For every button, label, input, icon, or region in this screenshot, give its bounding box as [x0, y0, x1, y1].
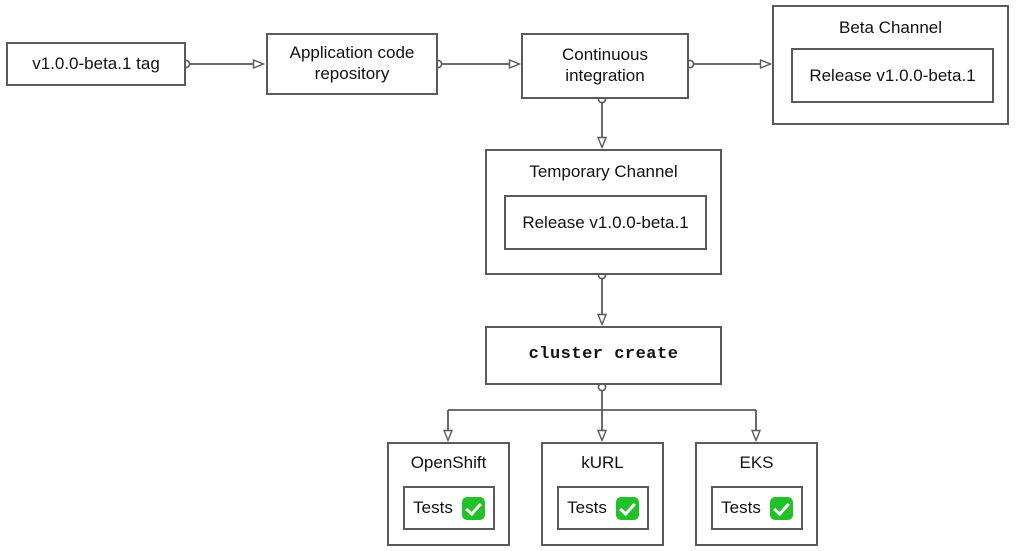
group-temporary-channel-title: Temporary Channel [529, 162, 678, 181]
group-openshift-title: OpenShift [410, 453, 487, 472]
group-kurl-title: kURL [581, 453, 624, 472]
node-cluster-create-label: cluster create [528, 345, 679, 365]
temporary-channel-release-label: Release v1.0.0-beta.1 [522, 212, 689, 232]
node-version-tag[interactable]: v1.0.0-beta.1 tag [6, 42, 186, 86]
eks-tests-label: Tests [721, 498, 761, 517]
check-mark-green-icon [461, 496, 485, 520]
openshift-tests-box[interactable]: Tests [403, 486, 495, 530]
group-temporary-channel[interactable]: Temporary Channel Release v1.0.0-beta.1 [485, 149, 722, 275]
check-mark-green-icon [615, 496, 639, 520]
node-continuous-integration-label: Continuous integration [561, 45, 648, 85]
group-openshift[interactable]: OpenShift Tests [387, 442, 510, 546]
node-application-code-repository-label: Application code repository [289, 43, 415, 83]
group-eks-title: EKS [739, 453, 774, 472]
beta-channel-release-box[interactable]: Release v1.0.0-beta.1 [791, 48, 994, 103]
node-application-code-repository[interactable]: Application code repository [266, 33, 438, 95]
node-continuous-integration[interactable]: Continuous integration [521, 33, 689, 99]
group-kurl[interactable]: kURL Tests [541, 442, 664, 546]
temporary-channel-release-box[interactable]: Release v1.0.0-beta.1 [504, 195, 707, 250]
node-version-tag-label: v1.0.0-beta.1 tag [32, 53, 160, 73]
node-cluster-create[interactable]: cluster create [485, 326, 722, 385]
check-mark-green-icon [769, 496, 793, 520]
eks-tests-box[interactable]: Tests [711, 486, 803, 530]
beta-channel-release-label: Release v1.0.0-beta.1 [809, 65, 976, 85]
group-beta-channel-title: Beta Channel [838, 18, 943, 37]
kurl-tests-box[interactable]: Tests [557, 486, 649, 530]
group-beta-channel[interactable]: Beta Channel Release v1.0.0-beta.1 [772, 5, 1009, 125]
kurl-tests-label: Tests [567, 498, 607, 517]
group-eks[interactable]: EKS Tests [695, 442, 818, 546]
openshift-tests-label: Tests [413, 498, 453, 517]
